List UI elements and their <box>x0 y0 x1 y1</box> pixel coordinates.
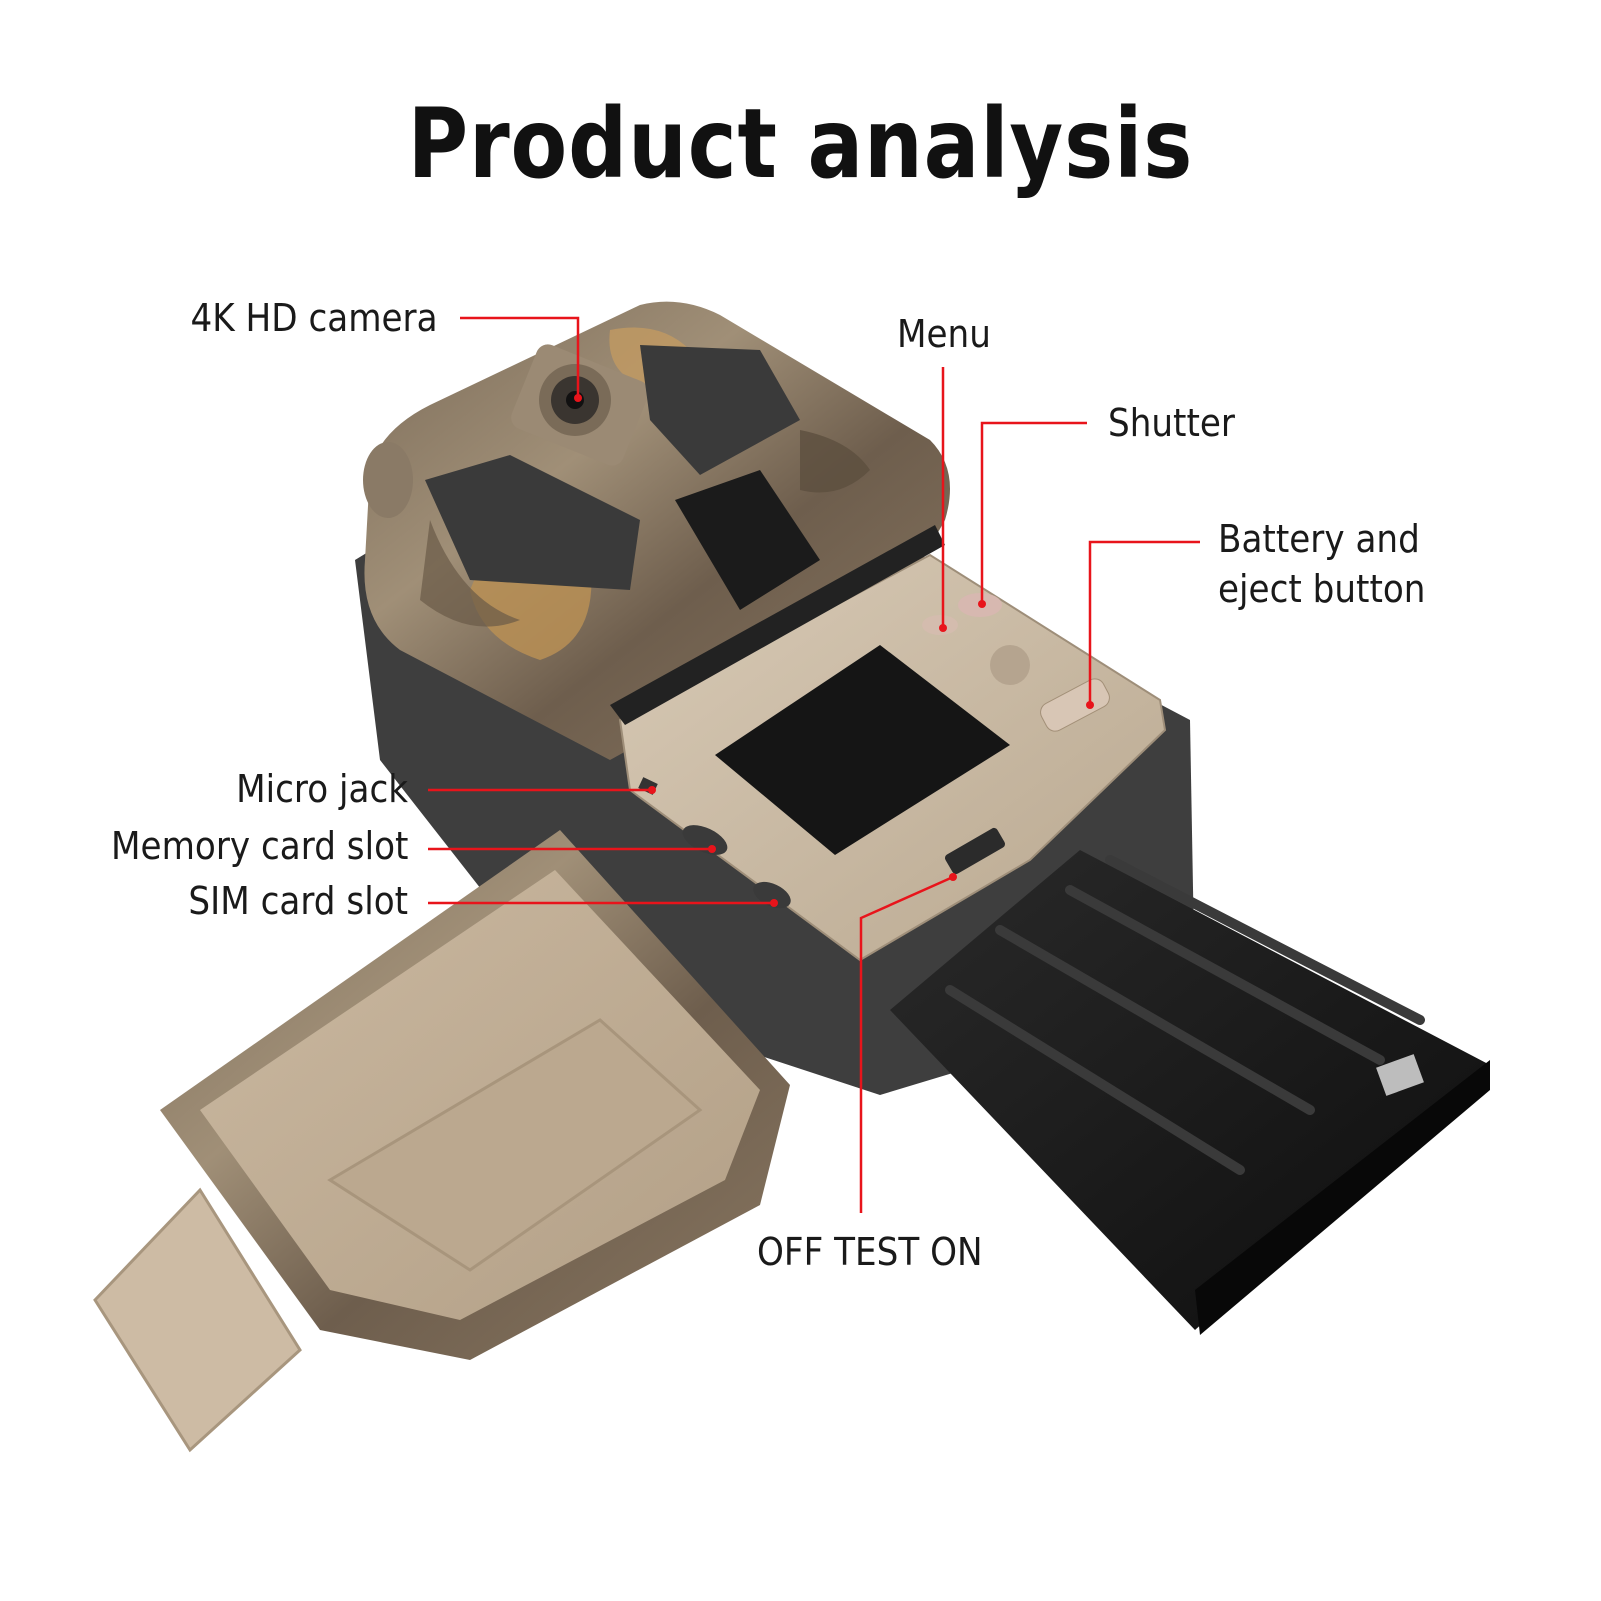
callout-line-camera <box>460 316 580 398</box>
label-sim-card-slot: SIM card slot <box>188 879 408 923</box>
callout-line-shutter <box>980 421 1087 604</box>
open-lid <box>93 830 790 1453</box>
label-menu: Menu <box>897 312 991 356</box>
label-battery-line2: eject button <box>1218 567 1426 611</box>
battery-tray <box>890 850 1490 1335</box>
callout-line-switch <box>859 875 954 1213</box>
label-off-test-on: OFF TEST ON <box>757 1230 983 1274</box>
label-micro-jack: Micro jack <box>236 767 408 811</box>
callout-lines <box>428 316 1200 1213</box>
label-memory-card-slot: Memory card slot <box>110 824 408 868</box>
page-title: Product analysis <box>407 88 1194 200</box>
callout-line-battery <box>1088 540 1200 705</box>
label-4k-hd-camera: 4K HD camera <box>190 296 438 340</box>
label-battery-line1: Battery and <box>1218 517 1420 561</box>
label-shutter: Shutter <box>1108 401 1235 445</box>
callout-dots <box>574 394 1094 907</box>
camera-body <box>355 301 1195 1095</box>
